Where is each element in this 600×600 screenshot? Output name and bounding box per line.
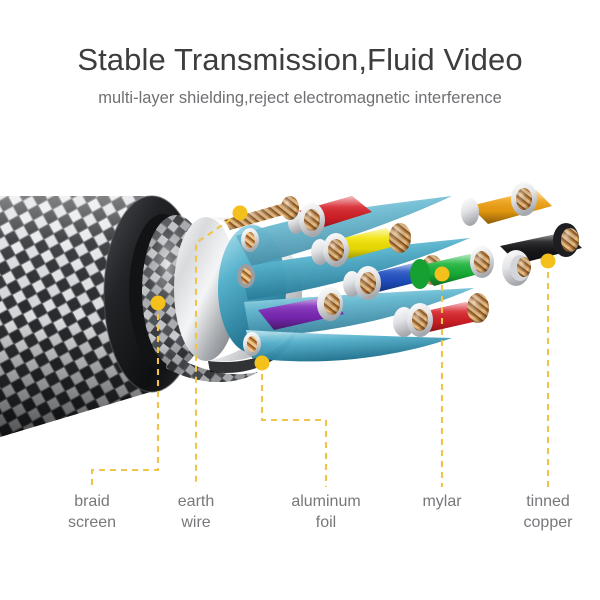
callout-label-earth-wire: earth wire	[177, 493, 215, 531]
callout-label-mylar: mylar	[422, 493, 462, 510]
wire-orange-top	[461, 182, 552, 226]
marker-braid-screen	[150, 295, 166, 311]
wire-core-stubs	[237, 228, 261, 356]
page-title: Stable Transmission,Fluid Video	[77, 42, 523, 77]
callout-label-tinned-copper: tinned copper	[523, 493, 573, 531]
callout-markers	[150, 205, 556, 371]
page-subtitle: multi-layer shielding,reject electromagn…	[98, 89, 502, 107]
wire-yellow	[311, 223, 411, 267]
wire-white-right	[502, 250, 531, 286]
leader-line-braid-screen	[90, 303, 160, 487]
callout-leader-lines	[90, 212, 550, 487]
leader-line-aluminum-foil	[260, 363, 328, 487]
marker-tinned-copper	[540, 253, 556, 269]
wire-purple	[258, 287, 344, 330]
marker-earth-wire	[232, 205, 248, 221]
earth-wire-bare-copper	[224, 196, 299, 230]
callout-label-aluminum-foil: aluminum foil	[291, 493, 361, 531]
wire-green	[410, 246, 494, 289]
callout-label-braid-screen: braid screen	[67, 493, 117, 531]
marker-mylar	[434, 266, 450, 282]
conductor-wires	[224, 182, 582, 356]
teal-filler-strands	[236, 196, 474, 362]
marker-aluminum-foil	[254, 355, 270, 371]
wire-red-top	[288, 196, 372, 237]
